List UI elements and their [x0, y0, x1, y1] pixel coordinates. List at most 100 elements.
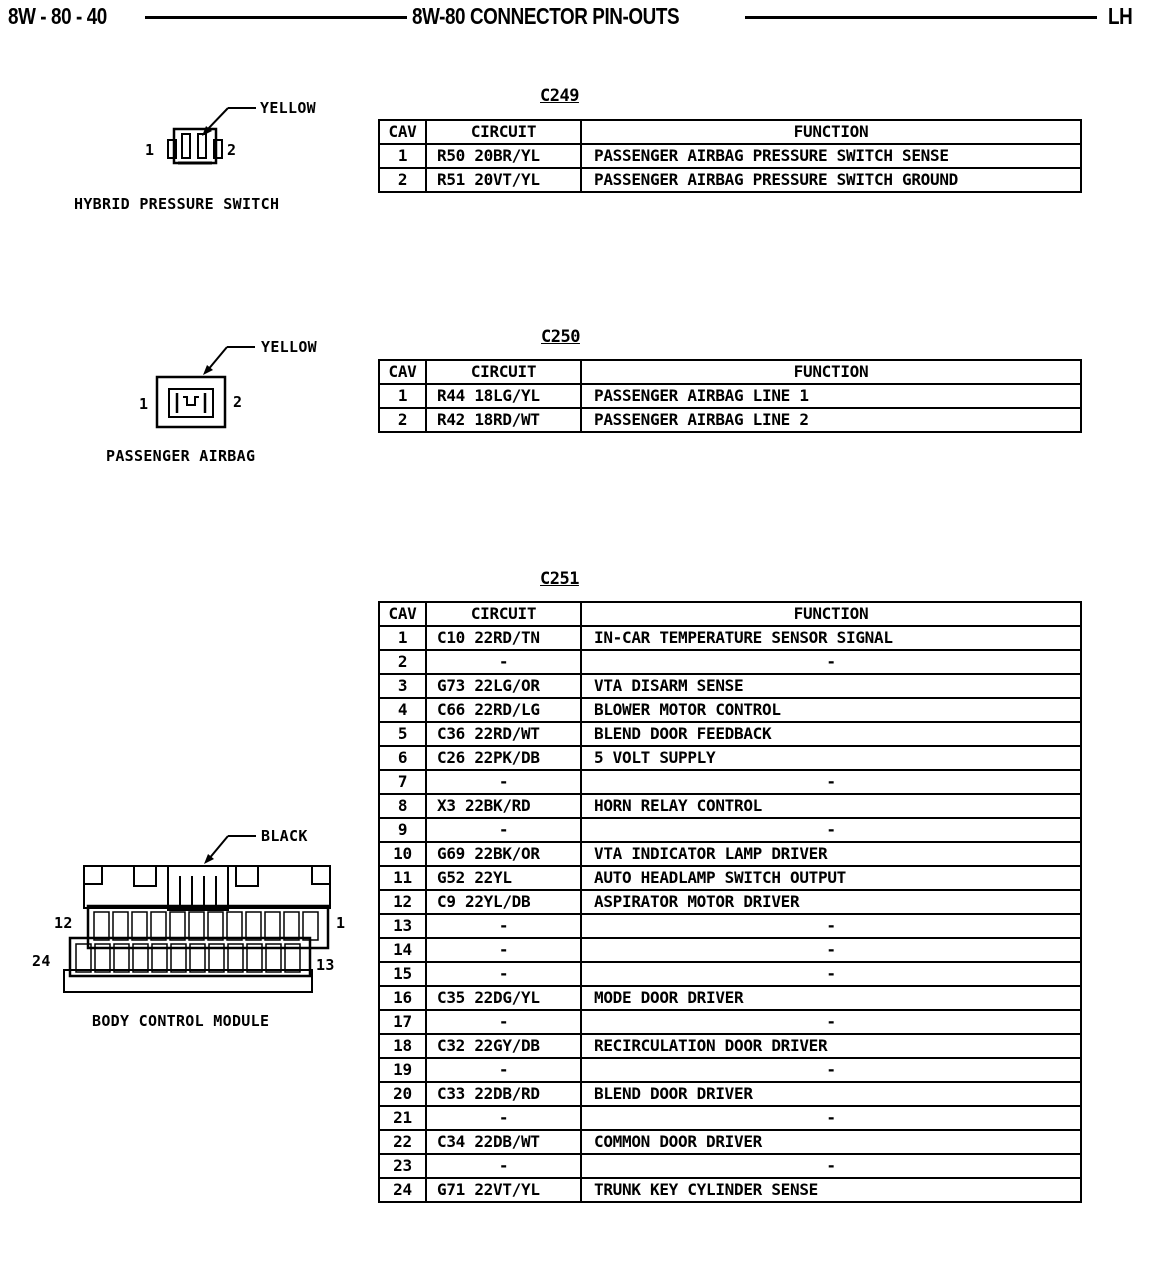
table-row: 13-- [378, 913, 1082, 939]
circuit-cell: C32 22GY/DB [425, 1033, 582, 1059]
cav-cell: 13 [378, 913, 427, 939]
circuit-cell: G69 22BK/OR [425, 841, 582, 867]
column-header-circuit: CIRCUIT [425, 359, 582, 385]
circuit-cell: G71 22VT/YL [425, 1177, 582, 1203]
cavity-cell [265, 943, 282, 973]
cav-cell: 17 [378, 1009, 427, 1035]
pin-label-13: 13 [316, 956, 335, 974]
circuit-cell: C9 22YL/DB [425, 889, 582, 915]
cav-cell: 2 [378, 649, 427, 675]
function-cell: - [580, 1105, 1082, 1131]
function-cell: - [580, 1153, 1082, 1179]
cav-cell: 21 [378, 1105, 427, 1131]
cavity-cell [264, 911, 281, 941]
cavity-cell [302, 911, 319, 941]
cavity-cell [150, 911, 167, 941]
component-name-c251: BODY CONTROL MODULE [92, 1012, 270, 1030]
column-header-function: FUNCTION [580, 359, 1082, 385]
function-cell: PASSENGER AIRBAG LINE 2 [580, 407, 1082, 433]
circuit-cell: R42 18RD/WT [425, 407, 582, 433]
circuit-cell: C33 22DB/RD [425, 1081, 582, 1107]
function-cell: - [580, 937, 1082, 963]
function-cell: HORN RELAY CONTROL [580, 793, 1082, 819]
table-row: 2 R51 20VT/YL PASSENGER AIRBAG PRESSURE … [378, 167, 1082, 193]
circuit-cell: - [425, 961, 582, 987]
function-cell: - [580, 1009, 1082, 1035]
cavity-cell [93, 911, 110, 941]
circuit-cell: - [425, 1153, 582, 1179]
circuit-cell: R51 20VT/YL [425, 167, 582, 193]
table-row: 23-- [378, 1153, 1082, 1179]
circuit-cell: - [425, 913, 582, 939]
table-row: 2 R42 18RD/WT PASSENGER AIRBAG LINE 2 [378, 407, 1082, 433]
function-cell: BLOWER MOTOR CONTROL [580, 697, 1082, 723]
table-header-row: CAV CIRCUIT FUNCTION [378, 119, 1082, 145]
connector-title-c250: C250 [541, 327, 580, 347]
body-control-module-connector-icon [63, 835, 331, 993]
passenger-airbag-diagram: YELLOW 1 2 [135, 335, 335, 435]
table-row: 19-- [378, 1057, 1082, 1083]
cav-cell: 19 [378, 1057, 427, 1083]
cavity-cell [151, 943, 168, 973]
page-number: 8W - 80 - 40 [8, 3, 107, 30]
column-header-cav: CAV [378, 119, 427, 145]
cav-cell: 9 [378, 817, 427, 843]
table-header-row: CAV CIRCUIT FUNCTION [378, 359, 1082, 385]
cav-cell: 4 [378, 697, 427, 723]
cavity-cell [94, 943, 111, 973]
color-label: YELLOW [261, 338, 317, 356]
function-cell: BLEND DOOR FEEDBACK [580, 721, 1082, 747]
circuit-cell: - [425, 817, 582, 843]
color-label: YELLOW [260, 99, 316, 117]
cav-cell: 23 [378, 1153, 427, 1179]
table-row: 21-- [378, 1105, 1082, 1131]
cavity-cell [226, 911, 243, 941]
table-row: 7-- [378, 769, 1082, 795]
component-name-c250: PASSENGER AIRBAG [106, 447, 256, 465]
circuit-cell: X3 22BK/RD [425, 793, 582, 819]
function-cell: VTA INDICATOR LAMP DRIVER [580, 841, 1082, 867]
circuit-cell: - [425, 769, 582, 795]
circuit-cell: - [425, 937, 582, 963]
cavity-cell [75, 943, 92, 973]
pin-label-right: 2 [227, 141, 237, 159]
function-cell: PASSENGER AIRBAG PRESSURE SWITCH GROUND [580, 167, 1082, 193]
cav-cell: 6 [378, 745, 427, 771]
table-header-row: CAV CIRCUIT FUNCTION [378, 601, 1082, 627]
circuit-cell: R44 18LG/YL [425, 383, 582, 409]
cav-cell: 14 [378, 937, 427, 963]
connector-title-c249: C249 [540, 86, 579, 106]
circuit-cell: C66 22RD/LG [425, 697, 582, 723]
function-cell: - [580, 1057, 1082, 1083]
cavity-cell [227, 943, 244, 973]
circuit-cell: G52 22YL [425, 865, 582, 891]
function-cell: BLEND DOOR DRIVER [580, 1081, 1082, 1107]
cavity-cell [188, 911, 205, 941]
section-title: 8W-80 CONNECTOR PIN-OUTS [412, 3, 680, 30]
function-cell: PASSENGER AIRBAG LINE 1 [580, 383, 1082, 409]
circuit-cell: G73 22LG/OR [425, 673, 582, 699]
circuit-cell: - [425, 1009, 582, 1035]
table-row: 1 R44 18LG/YL PASSENGER AIRBAG LINE 1 [378, 383, 1082, 409]
cavity-cell [112, 911, 129, 941]
function-cell: 5 VOLT SUPPLY [580, 745, 1082, 771]
pinout-table-c250: CAV CIRCUIT FUNCTION 1 R44 18LG/YL PASSE… [378, 359, 1082, 433]
cav-cell: 11 [378, 865, 427, 891]
pinout-table-c249: CAV CIRCUIT FUNCTION 1 R50 20BR/YL PASSE… [378, 119, 1082, 193]
table-row: 9-- [378, 817, 1082, 843]
cav-cell: 10 [378, 841, 427, 867]
circuit-cell: - [425, 649, 582, 675]
cav-cell: 8 [378, 793, 427, 819]
function-cell: PASSENGER AIRBAG PRESSURE SWITCH SENSE [580, 143, 1082, 169]
cavity-cell [169, 911, 186, 941]
